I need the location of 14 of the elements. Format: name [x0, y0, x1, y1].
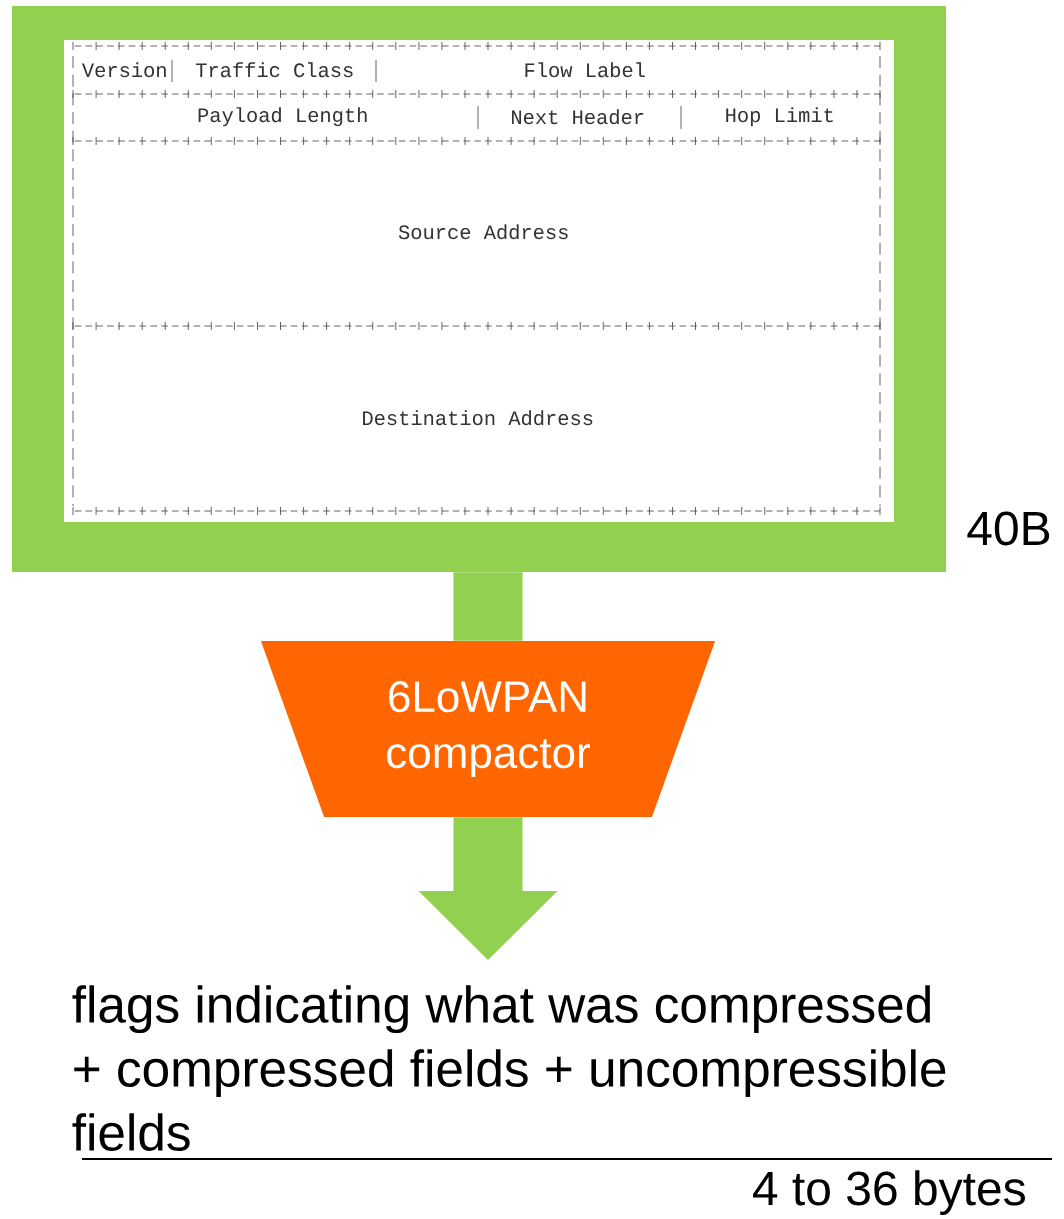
result-text: flags indicating what was compressed + compressed fields + uncompressible fields — [72, 985, 946, 1151]
field-name: Hop Limit — [726, 107, 833, 127]
field-name: Destination Address — [363, 410, 593, 426]
compactor-trapezoid: 6LoWPAN compactor — [260, 641, 716, 817]
connector-bar — [453, 572, 523, 641]
field-name: Next Header — [512, 109, 644, 125]
field-name: Source Address — [398, 224, 568, 240]
field-name: Traffic Class — [195, 62, 353, 78]
size-label: 4 to 36 bytes — [753, 1170, 1025, 1215]
arrow — [418, 817, 558, 960]
size-label: 40B — [967, 511, 1050, 546]
field-name: Version — [82, 62, 166, 78]
field-name: Flow Label — [525, 62, 645, 78]
field-name: Payload Length — [198, 107, 367, 127]
